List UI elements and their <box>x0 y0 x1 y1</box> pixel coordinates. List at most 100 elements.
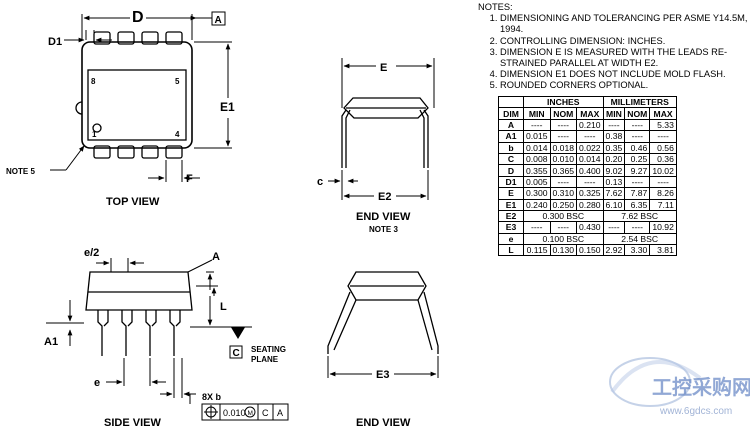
tolerance-modifier: M <box>248 410 253 417</box>
table-cell: ---- <box>602 118 626 132</box>
table-cell: 0.210 <box>576 118 604 132</box>
notes-title: NOTES: <box>478 2 513 12</box>
tolerance-value: 0.010 <box>223 408 246 418</box>
table-cell: 7.11 <box>649 198 677 211</box>
datum-c-label: C <box>233 348 240 359</box>
table-cell: 0.430 <box>576 221 604 234</box>
watermark-url: www.6gdcs.com <box>659 406 732 417</box>
table-cell: 0.38 <box>602 130 626 143</box>
table-cell: D <box>498 164 524 177</box>
watermark-logo: 工控采购网 www.6gdcs.com <box>609 357 750 417</box>
table-cell: 0.300 BSC <box>523 209 604 223</box>
notes-block: NOTES: DIMENSIONING AND TOLERANCING PER … <box>478 2 748 92</box>
table-cell: ---- <box>549 118 578 132</box>
table-cell: 7.87 <box>624 187 651 200</box>
table-col-max: MAX <box>649 107 677 120</box>
dim-e2-label: E2 <box>378 191 391 203</box>
table-cell: 0.56 <box>649 141 677 154</box>
table-cell: ---- <box>523 221 551 234</box>
table-cell: 0.310 <box>549 187 578 200</box>
note5-label: NOTE 5 <box>6 167 35 176</box>
note-item: DIMENSIONING AND TOLERANCING PER ASME Y1… <box>500 13 748 35</box>
dim-8x-b-label: 8X b <box>202 392 222 402</box>
table-cell: C <box>498 152 524 166</box>
table-cell: ---- <box>602 221 626 234</box>
table-col-min: MIN <box>523 107 551 120</box>
table-cell: 5.33 <box>649 118 677 132</box>
table-row: E3--------0.430--------10.92 <box>498 221 677 234</box>
table-cell: 7.62 BSC <box>602 209 677 223</box>
top-view-title: TOP VIEW <box>106 196 160 208</box>
table-cell: 0.014 <box>523 141 551 154</box>
dim-a-label: A <box>212 251 220 263</box>
dim-e-label: E <box>380 62 387 74</box>
table-cell: 0.130 <box>549 244 578 257</box>
table-cell: ---- <box>649 175 677 189</box>
end-view-lower <box>327 271 439 354</box>
table-cell: 0.300 <box>523 187 551 200</box>
table-cell: 9.27 <box>624 164 651 177</box>
end-view-upper <box>341 97 429 168</box>
table-cell: ---- <box>624 130 651 143</box>
dimension-table: INCHES MILLIMETERS DIM MIN NOM MAX MIN N… <box>498 95 677 257</box>
table-cell: ---- <box>624 175 651 189</box>
table-cell: E2 <box>498 209 524 223</box>
table-cell: ---- <box>523 118 551 132</box>
table-cell: E1 <box>498 198 524 211</box>
table-cell: 0.022 <box>576 141 604 154</box>
table-cell: L <box>498 244 524 257</box>
table-cell: 3.30 <box>624 244 651 257</box>
table-cell: E3 <box>498 221 524 234</box>
table-cell: b <box>498 141 524 154</box>
table-cell: 9.02 <box>602 164 626 177</box>
table-cell: 0.018 <box>549 141 578 154</box>
table-cell: 0.008 <box>523 152 551 166</box>
dim-a1-label: A1 <box>44 336 58 348</box>
pin-5-label: 5 <box>175 77 180 86</box>
table-cell: 0.25 <box>624 152 651 166</box>
dim-c-label: c <box>317 176 323 188</box>
table-cell: ---- <box>624 118 651 132</box>
table-cell: 10.02 <box>649 164 677 177</box>
table-cell: D1 <box>498 175 524 189</box>
table-cell: 0.13 <box>602 175 626 189</box>
table-cell: 0.400 <box>576 164 604 177</box>
side-view-title: SIDE VIEW <box>104 417 161 429</box>
note-item: DIMENSION E IS MEASURED WITH THE LEADS R… <box>500 47 748 69</box>
dim-pitch-label: e <box>94 377 100 389</box>
table-header-inches: INCHES <box>523 95 604 109</box>
side-view <box>85 271 193 356</box>
tolerance-ref-a: A <box>277 408 283 418</box>
table-cell: E <box>498 187 524 200</box>
table-cell: 0.115 <box>523 244 551 257</box>
table-header-blank <box>498 95 524 109</box>
table-cell: 8.26 <box>649 187 677 200</box>
dim-d-label: D <box>132 9 144 26</box>
table-cell: 7.62 <box>602 187 626 200</box>
table-cell: ---- <box>649 130 677 143</box>
note3-label: NOTE 3 <box>369 225 398 234</box>
dim-f-label: F <box>186 173 193 185</box>
table-cell: 0.36 <box>649 152 677 166</box>
table-cell: 6.10 <box>602 198 626 211</box>
note-item: ROUNDED CORNERS OPTIONAL. <box>500 80 748 91</box>
pin-8-label: 8 <box>91 77 96 86</box>
table-cell: 6.35 <box>624 198 651 211</box>
plane-label: PLANE <box>251 355 279 364</box>
table-cell: A1 <box>498 130 524 143</box>
table-cell: ---- <box>576 130 604 143</box>
table-cell: 0.46 <box>624 141 651 154</box>
notes-list: DIMENSIONING AND TOLERANCING PER ASME Y1… <box>478 13 748 91</box>
table-cell: 0.150 <box>576 244 604 257</box>
table-row: A--------0.210--------5.33 <box>498 118 677 132</box>
seating-label: SEATING <box>251 345 286 354</box>
pin-4-label: 4 <box>175 130 180 139</box>
table-cell: 0.280 <box>576 198 604 211</box>
